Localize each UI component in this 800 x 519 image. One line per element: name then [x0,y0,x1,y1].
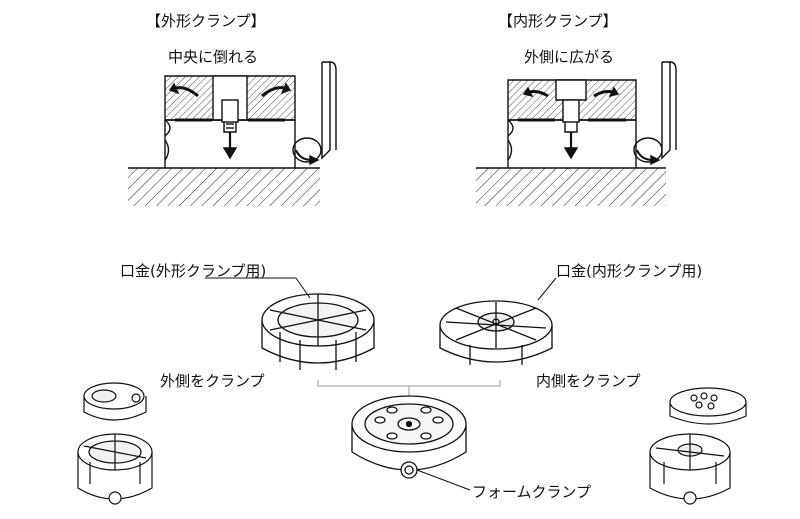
jaw-outer-part [205,277,375,370]
outer-ground-hatch [128,168,320,206]
outer-clamp-section [128,61,337,206]
inner-clamp-section [476,61,677,206]
inner-clamp-title: 【内形クランプ】 [498,12,618,30]
jaw-inner-label: 口金(内形クランプ用) [556,262,703,280]
clamp-outer-side-label: 外側をクランプ [160,372,265,390]
outer-clamp-title: 【外形クランプ】 [146,12,266,30]
connector-bracket [317,380,501,398]
inner-clamp-action: 外側に広がる [524,48,615,66]
form-clamp-label: フォームクランプ [472,483,592,501]
outer-clamp-action: 中央に倒れる [168,48,259,66]
jaw-outer-label: 口金(外形クランプ用) [120,262,267,280]
jaw-inner-part [439,277,557,365]
clamp-inner-side-label: 内側をクランプ [536,372,641,390]
inner-ground-hatch [476,168,666,206]
left-assembly [77,382,153,505]
right-assembly [649,387,747,505]
form-clamp-part [351,395,471,491]
